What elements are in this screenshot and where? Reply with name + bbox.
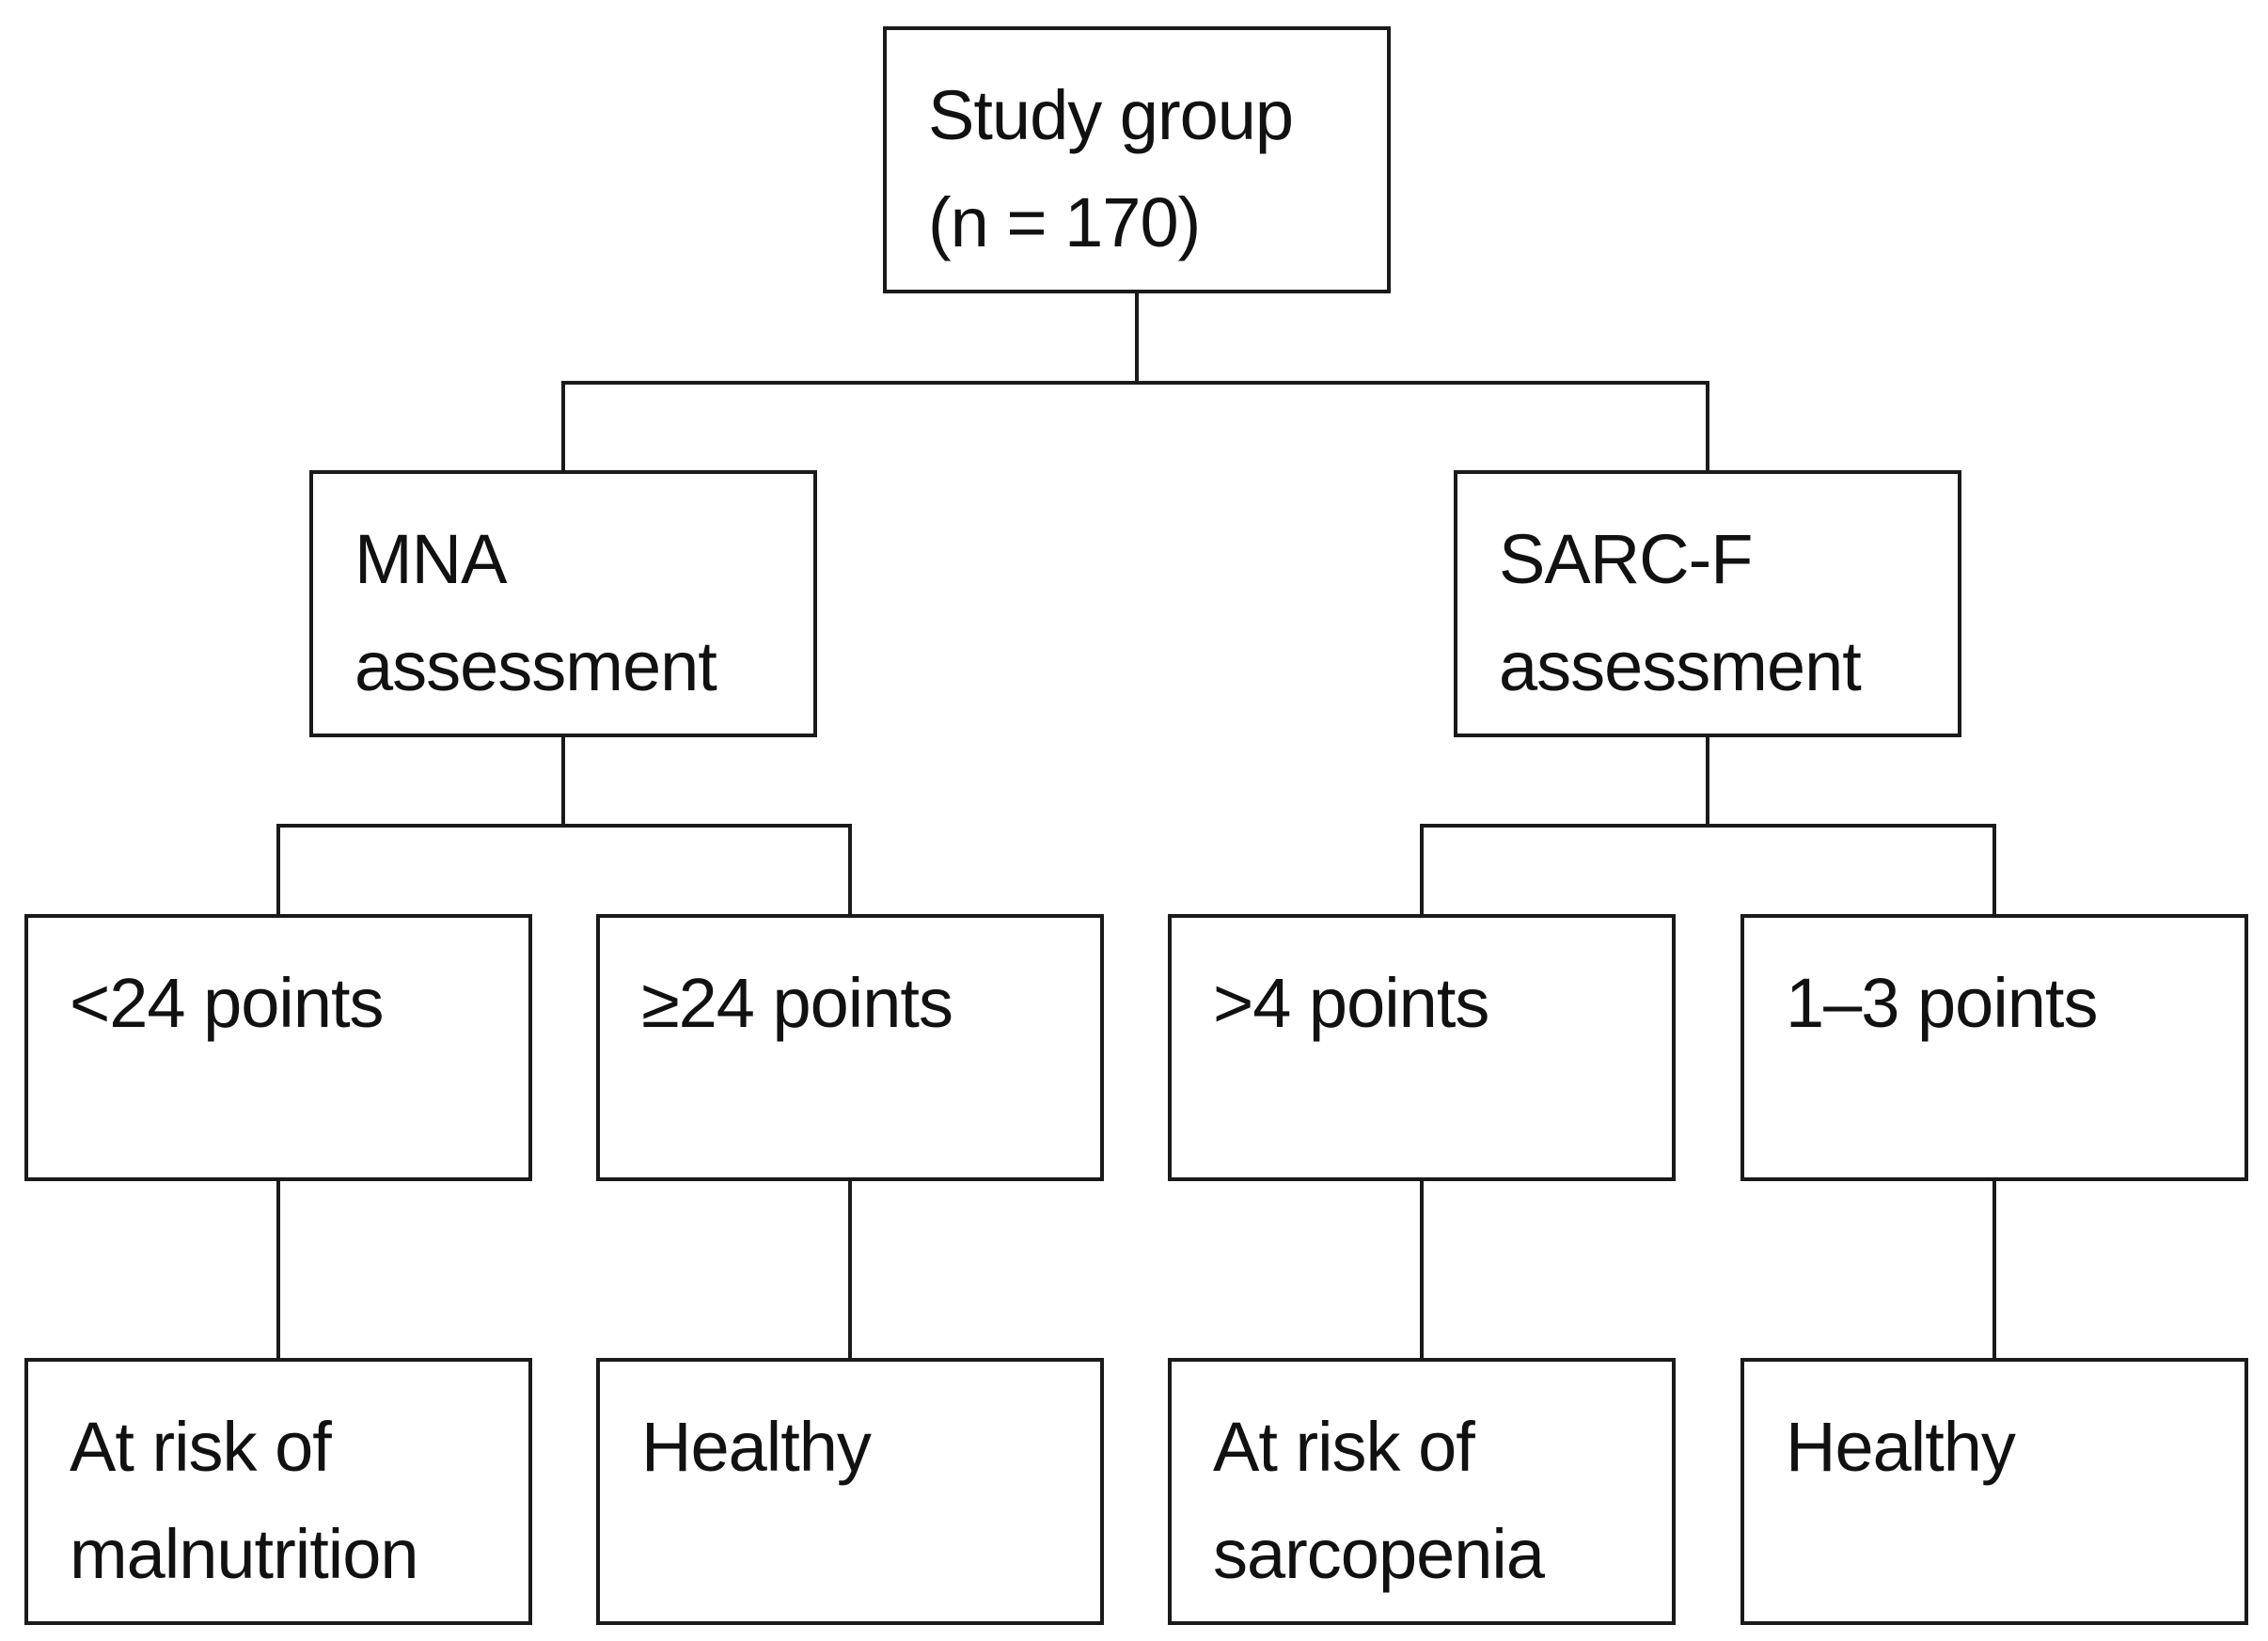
outcome-healthy-mna-label: Healthy bbox=[641, 1408, 872, 1486]
sarc-f-above-4-box: >4 points bbox=[1168, 914, 1676, 1181]
sarc-f-1-3-box: 1–3 points bbox=[1740, 914, 2248, 1181]
mna-24-or-more-box: ≥24 points bbox=[596, 914, 1104, 1181]
mna-assessment-title: MNA bbox=[354, 520, 507, 598]
outcome-healthy-mna-box: Healthy bbox=[596, 1358, 1104, 1625]
outcome-malnutrition-line1: At risk of bbox=[70, 1408, 332, 1486]
outcome-sarcopenia-line2: sarcopenia bbox=[1213, 1515, 1545, 1593]
mna-below-24-label: <24 points bbox=[70, 964, 385, 1042]
mna-24-or-more-label: ≥24 points bbox=[641, 964, 953, 1042]
sarc-f-above-4-label: >4 points bbox=[1213, 964, 1489, 1042]
sarc-f-assessment-title: SARC-F bbox=[1499, 520, 1753, 598]
outcome-malnutrition-line2: malnutrition bbox=[70, 1515, 419, 1593]
outcome-healthy-sarc-f-box: Healthy bbox=[1740, 1358, 2248, 1625]
mna-assessment-box: MNA assessment bbox=[309, 470, 817, 737]
study-group-box: Study group (n = 170) bbox=[883, 26, 1391, 293]
study-group-count: (n = 170) bbox=[928, 183, 1201, 261]
study-group-title: Study group bbox=[928, 76, 1294, 154]
sarc-f-1-3-label: 1–3 points bbox=[1786, 964, 2099, 1042]
sarc-f-assessment-box: SARC-F assessment bbox=[1454, 470, 1961, 737]
mna-below-24-box: <24 points bbox=[24, 914, 532, 1181]
outcome-healthy-sarc-f-label: Healthy bbox=[1786, 1408, 2016, 1486]
mna-assessment-subtitle: assessment bbox=[354, 627, 717, 705]
outcome-sarcopenia-risk-box: At risk of sarcopenia bbox=[1168, 1358, 1676, 1625]
outcome-malnutrition-risk-box: At risk of malnutrition bbox=[24, 1358, 532, 1625]
outcome-sarcopenia-line1: At risk of bbox=[1213, 1408, 1475, 1486]
sarc-f-assessment-subtitle: assessment bbox=[1499, 627, 1862, 705]
